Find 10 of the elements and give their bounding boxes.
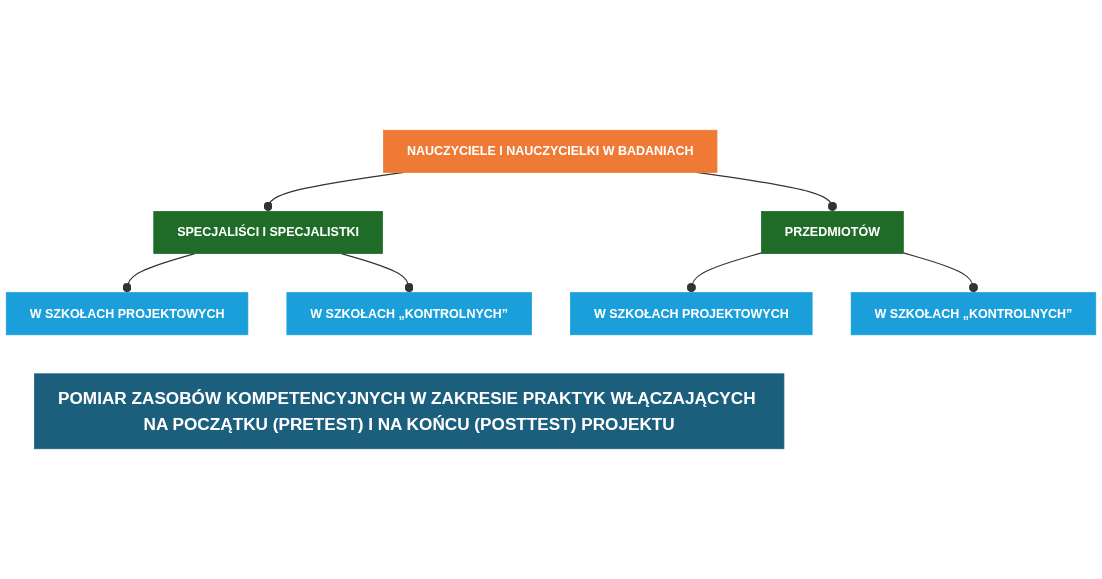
node-box: NAUCZYCIELE I NAUCZYCIELKI W BADANIACH xyxy=(383,129,718,173)
node-box: W SZKOŁACH „KONTROLNYCH” xyxy=(850,292,1097,336)
connector xyxy=(686,252,763,294)
node-box: POMIAR ZASOBÓW KOMPETENCYJNYCH W ZAKRESIE PRAKTYK WŁĄCZAJĄCYCH NA POCZĄTKU (PRETEST) I NA KOŃCU (POSTTEST) PROJEKTU xyxy=(34,373,785,450)
node-box: W SZKOŁACH PROJEKTOWYCH xyxy=(570,292,813,336)
node-box: SPECJALIŚCI I SPECJALISTKI xyxy=(153,211,383,254)
connector xyxy=(902,252,979,294)
node-box: W SZKOŁACH PROJEKTOWYCH xyxy=(5,292,249,336)
node-box: PRZEDMIOTÓW xyxy=(761,211,904,254)
node-box: W SZKOŁACH „KONTROLNYCH” xyxy=(286,292,532,336)
